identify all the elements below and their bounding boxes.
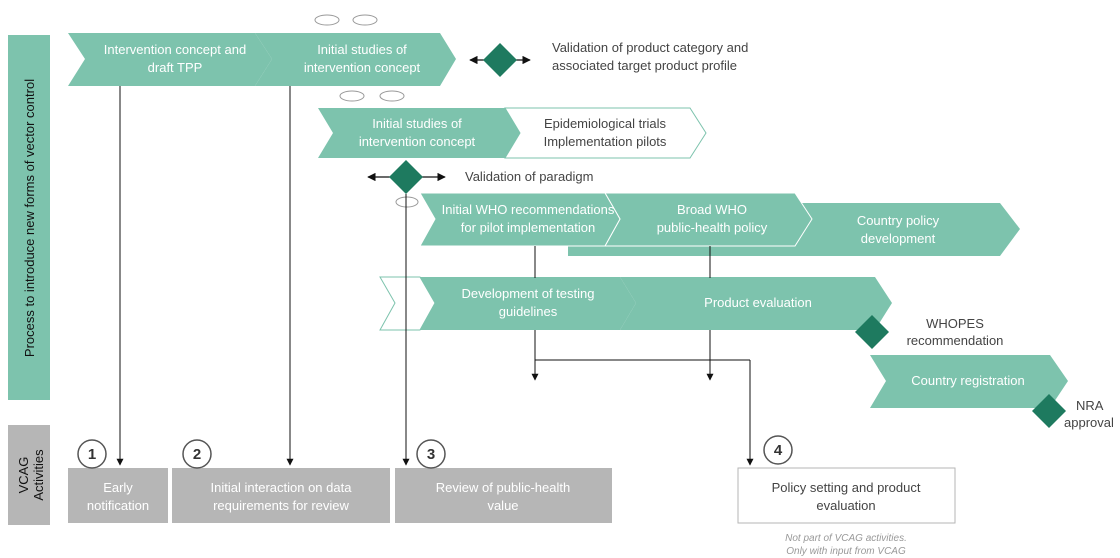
step-intervention-concept-line1: Intervention concept and — [104, 42, 246, 57]
step-broad-who-line1: Broad WHO — [677, 202, 747, 217]
side-vcag-label-line1: VCAG — [16, 457, 31, 494]
whopes-line2: recommendation — [907, 333, 1004, 348]
step-initial-studies-2-line2: intervention concept — [359, 134, 476, 149]
step-initial-studies-1 — [255, 33, 456, 86]
cycle-icon-middle — [339, 90, 405, 102]
vcag-number-4: 4 — [774, 442, 783, 459]
validation-product-line1: Validation of product category and — [552, 40, 748, 55]
note-line2: Only with input from VCAG — [786, 546, 906, 557]
step-intervention-concept-line2: draft TPP — [148, 60, 203, 75]
vcag-2-line1: Initial interaction on data — [211, 480, 353, 495]
whopes-line1: WHOPES — [926, 316, 984, 331]
vcag-number-3: 3 — [427, 446, 435, 463]
step-broad-who-line2: public-health policy — [657, 220, 768, 235]
side-vcag-bar — [8, 425, 50, 525]
step-country-registration — [870, 355, 1068, 408]
vcag-4-line2: evaluation — [816, 498, 875, 513]
step-dev-testing-line1: Development of testing — [462, 286, 595, 301]
note-line1: Not part of VCAG activities. — [785, 533, 907, 544]
vcag-1-line2: notification — [87, 498, 149, 513]
vcag-box-2 — [172, 468, 390, 523]
vcag-1-line1: Early — [103, 480, 133, 495]
vcag-number-1: 1 — [88, 446, 96, 463]
step-initial-studies-1-line2: intervention concept — [304, 60, 421, 75]
step-dev-testing-line2: guidelines — [499, 304, 558, 319]
step-product-eval-label: Product evaluation — [704, 295, 812, 310]
vcag-2-line2: requirements for review — [213, 498, 349, 513]
step-country-registration-label: Country registration — [911, 373, 1024, 388]
step-who-pilot-line1: Initial WHO recommendations — [442, 202, 615, 217]
cycle-icon-lower — [395, 196, 419, 208]
validation-paradigm-diamond — [389, 160, 423, 194]
vcag-number-4-badge: 4 — [763, 435, 793, 465]
vcag-4-line1: Policy setting and product — [772, 480, 921, 495]
vcag-box-3 — [395, 468, 612, 523]
side-vcag-label-line2: Activities — [31, 449, 46, 501]
step-epi-line1: Epidemiological trials — [544, 116, 667, 131]
vcag-box-1 — [68, 468, 168, 523]
step-intervention-concept — [68, 33, 272, 86]
validation-product-line2: associated target product profile — [552, 58, 737, 73]
step-country-policy-line1: Country policy — [857, 213, 940, 228]
whopes-diamond — [855, 315, 889, 349]
step-who-pilot-line2: for pilot implementation — [461, 220, 595, 235]
step-dev-testing — [420, 277, 636, 330]
nra-line2: approval — [1064, 415, 1114, 430]
validation-paradigm-label: Validation of paradigm — [465, 169, 593, 184]
step-product-eval — [620, 277, 892, 330]
validation-product-diamond — [483, 43, 517, 77]
vcag-number-2-badge: 2 — [182, 439, 212, 469]
step-epi-line2: Implementation pilots — [544, 134, 667, 149]
connector-lines — [116, 86, 754, 466]
step-initial-studies-2-line1: Initial studies of — [372, 116, 462, 131]
cycle-icon-top — [314, 14, 378, 26]
step-initial-studies-1-line1: Initial studies of — [317, 42, 407, 57]
step-country-policy-line2: development — [861, 231, 936, 246]
vcag-number-2: 2 — [193, 446, 201, 463]
side-process-bar — [8, 35, 50, 400]
step-epidemiological-trials — [504, 107, 707, 159]
step-initial-studies-2 — [318, 108, 520, 158]
vcag-number-1-badge: 1 — [77, 439, 107, 469]
nra-diamond — [1032, 394, 1066, 428]
vcag-3-line1: Review of public-health — [436, 480, 570, 495]
side-process-label: Process to introduce new forms of vector… — [22, 79, 37, 357]
vcag-3-line2: value — [487, 498, 518, 513]
vcag-number-3-badge: 3 — [416, 439, 446, 469]
vcag-box-4 — [737, 467, 956, 524]
nra-line1: NRA — [1076, 398, 1104, 413]
step-who-pilot — [419, 192, 621, 247]
